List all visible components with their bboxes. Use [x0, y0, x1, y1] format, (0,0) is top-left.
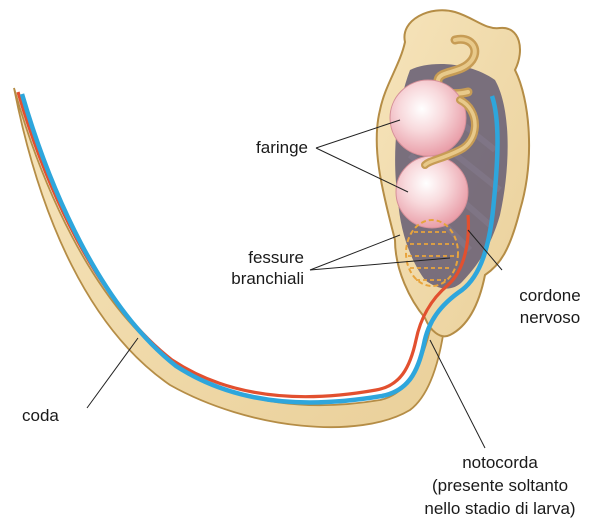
- label-pharynx: faringe: [256, 138, 308, 157]
- label-nerve-cord-1: cordone: [519, 286, 580, 305]
- label-gill-slits-1: fessure: [248, 248, 304, 267]
- label-tail: coda: [22, 406, 59, 425]
- label-gill-slits-2: branchiali: [231, 269, 304, 288]
- label-notochord-1: notocorda: [462, 453, 538, 472]
- pharynx-sphere-upper: [390, 80, 466, 156]
- label-nerve-cord-2: nervoso: [520, 308, 580, 327]
- label-notochord-2: (presente soltanto: [432, 476, 568, 495]
- pharynx-sphere-lower: [396, 156, 468, 228]
- label-notochord-3: nello stadio di larva): [424, 499, 575, 518]
